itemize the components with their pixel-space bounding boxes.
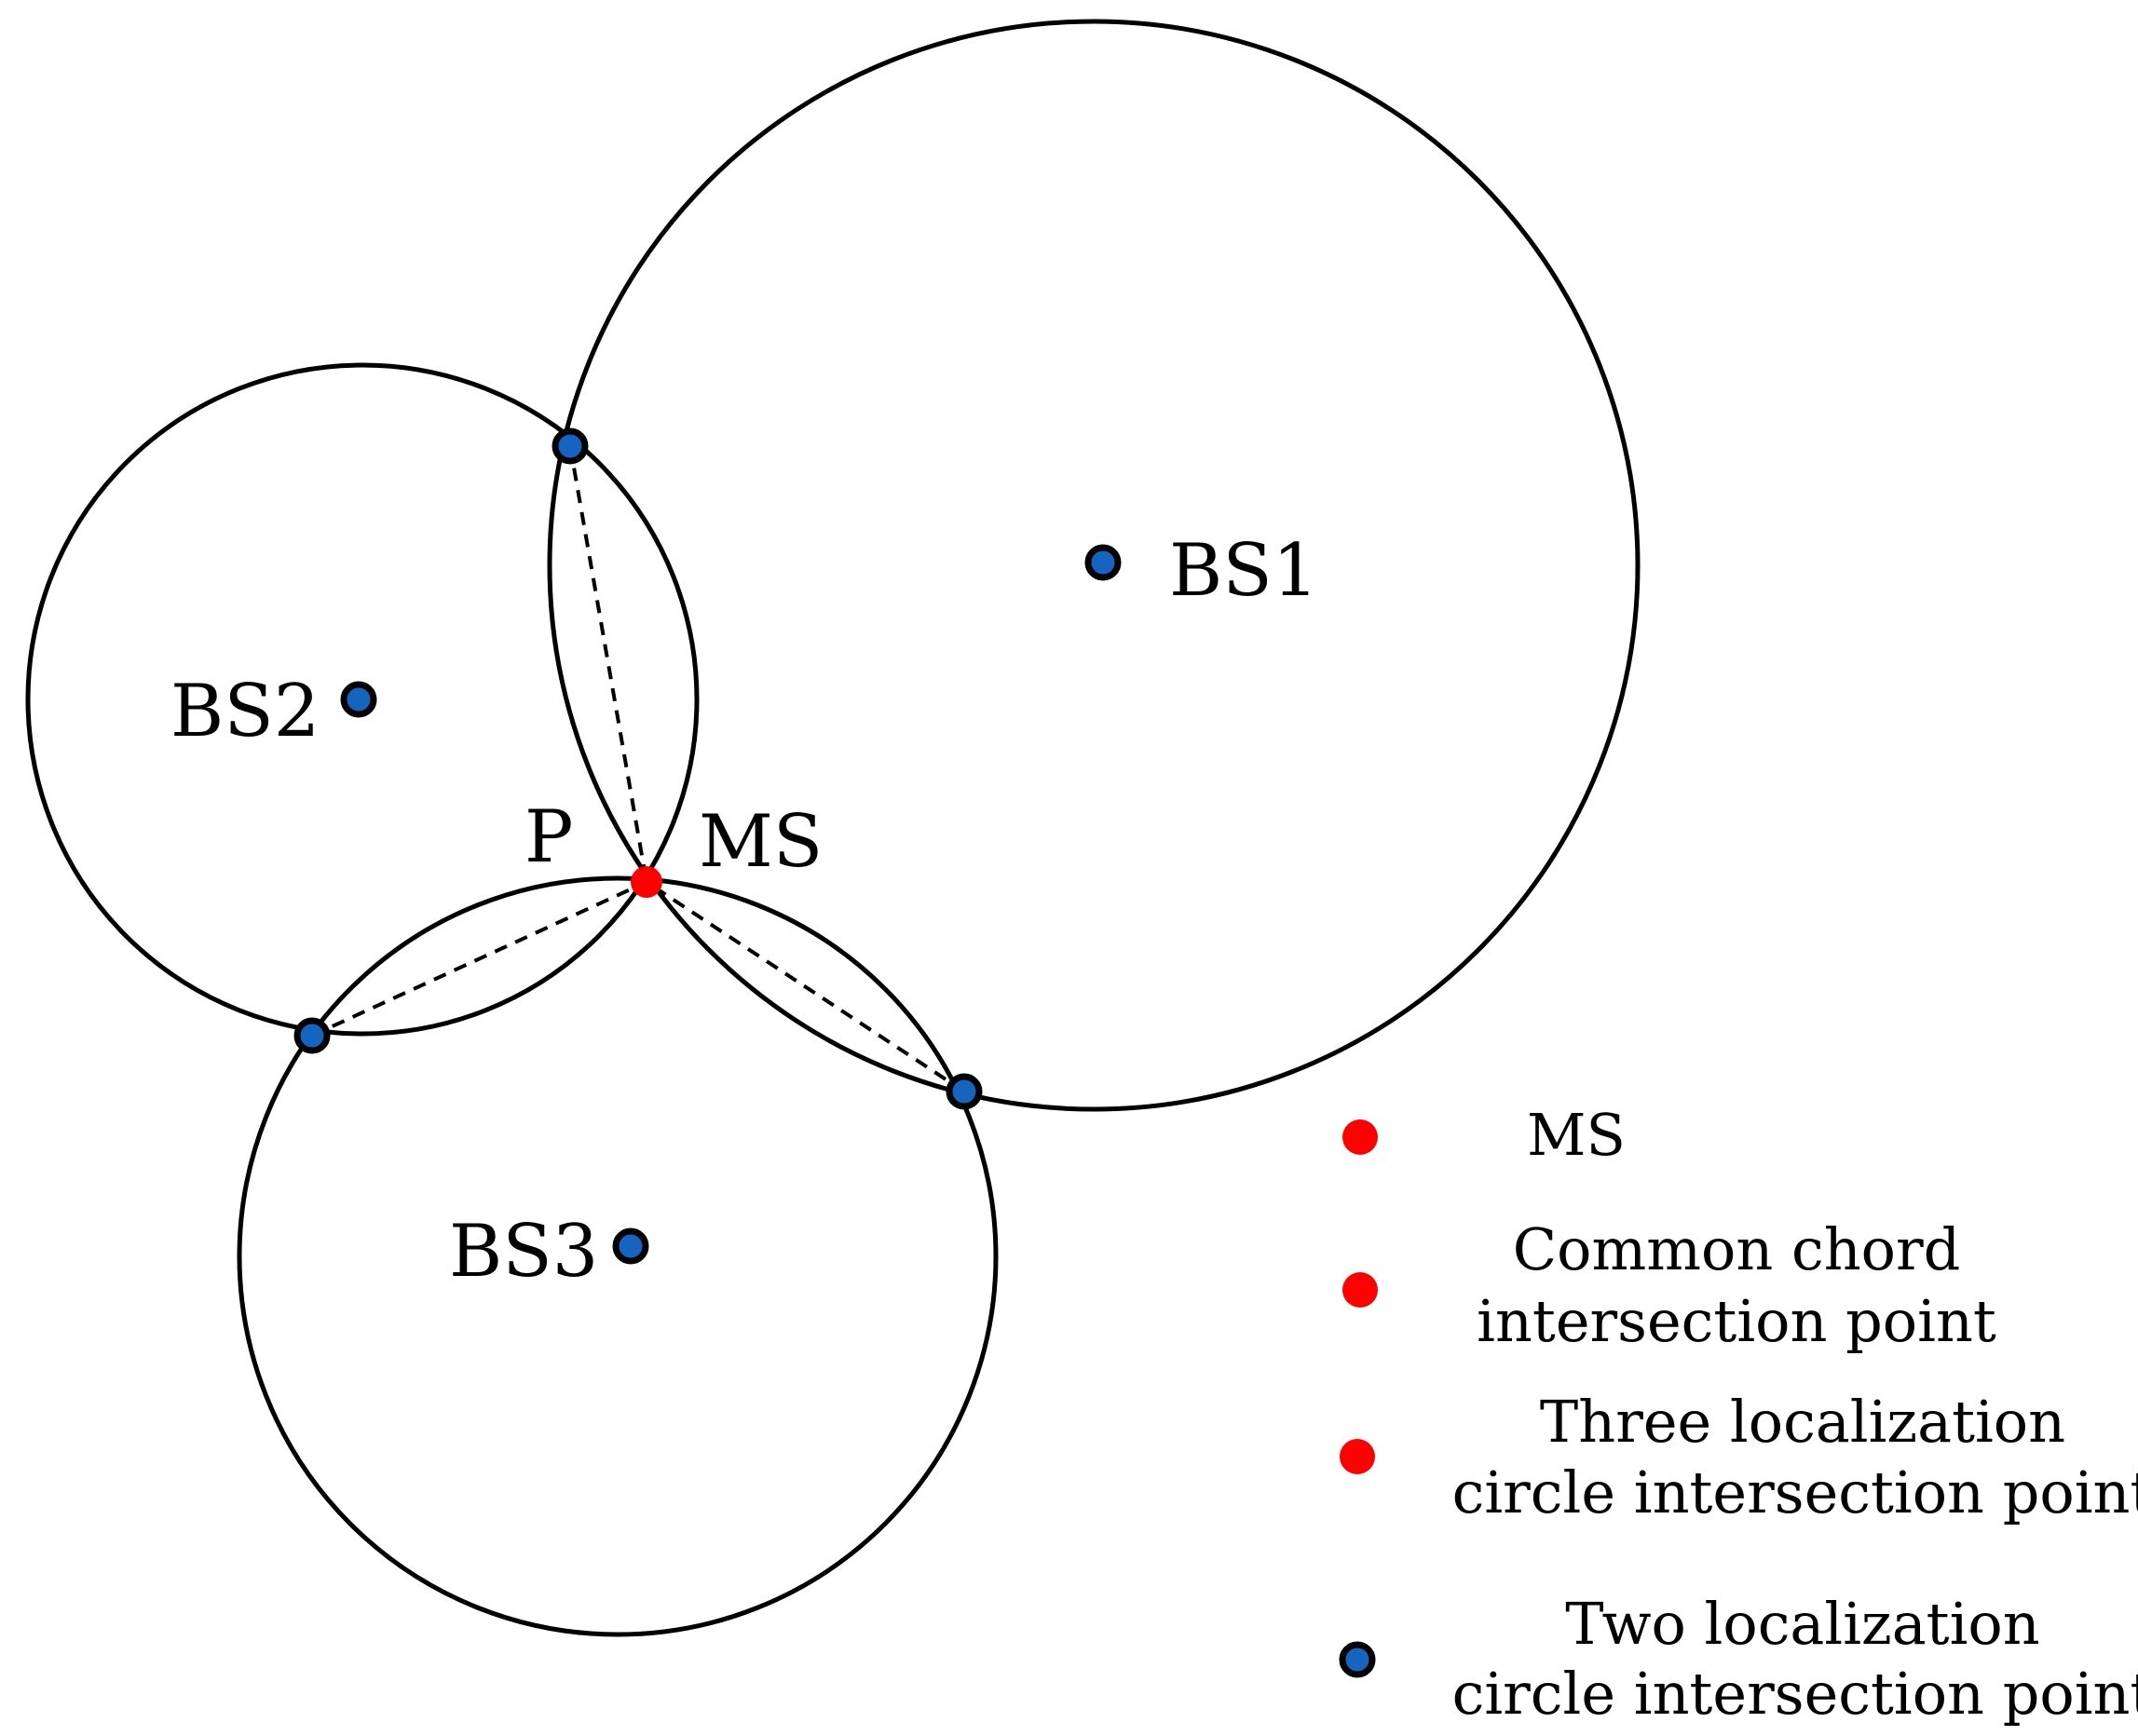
legend-ms-icon — [1342, 1119, 1378, 1155]
label-ms: MS — [699, 800, 823, 884]
label-bs3: BS3 — [449, 1210, 598, 1294]
legend-two-icon — [1339, 1641, 1376, 1678]
label-p: P — [524, 795, 573, 879]
intersection-point-right-icon — [946, 1073, 983, 1110]
intersection-point-left-icon — [293, 1017, 331, 1054]
bs3-center-icon — [612, 1227, 649, 1265]
common-chords — [311, 445, 966, 1093]
circle-bs2 — [25, 362, 700, 1037]
legend-two-label-2: circle intersection point — [1452, 1660, 2138, 1728]
legend-chord-label-1: Common chord — [1513, 1215, 1961, 1283]
legend-three-icon — [1340, 1439, 1375, 1474]
intersection-point-top-icon — [552, 427, 589, 465]
two-circle-intersections — [293, 427, 983, 1110]
ms-point-icon — [631, 866, 662, 898]
chord-bs1-bs2 — [568, 445, 648, 883]
chord-bs1-bs3 — [645, 880, 966, 1093]
legend-three-label-1: Three localization — [1540, 1388, 2065, 1456]
circle-bs1 — [547, 19, 1641, 1112]
circle-bs3 — [237, 875, 999, 1637]
legend-chord-label-2: intersection point — [1477, 1287, 1996, 1355]
legend-ms-label: MS — [1527, 1101, 1626, 1169]
label-bs1: BS1 — [1169, 529, 1318, 613]
bs2-center-icon — [340, 681, 377, 718]
chord-bs2-bs3 — [311, 880, 647, 1038]
label-bs2: BS2 — [170, 670, 320, 753]
bs1-center-icon — [1084, 544, 1122, 581]
legend-three-label-2: circle intersection point — [1452, 1458, 2138, 1526]
legend: MS Common chord intersection point Three… — [1339, 1101, 2138, 1728]
legend-chord-icon — [1342, 1272, 1378, 1308]
legend-two-label-1: Two localization — [1565, 1590, 2039, 1658]
base-stations — [340, 544, 1122, 1265]
localization-circles — [25, 19, 1641, 1637]
